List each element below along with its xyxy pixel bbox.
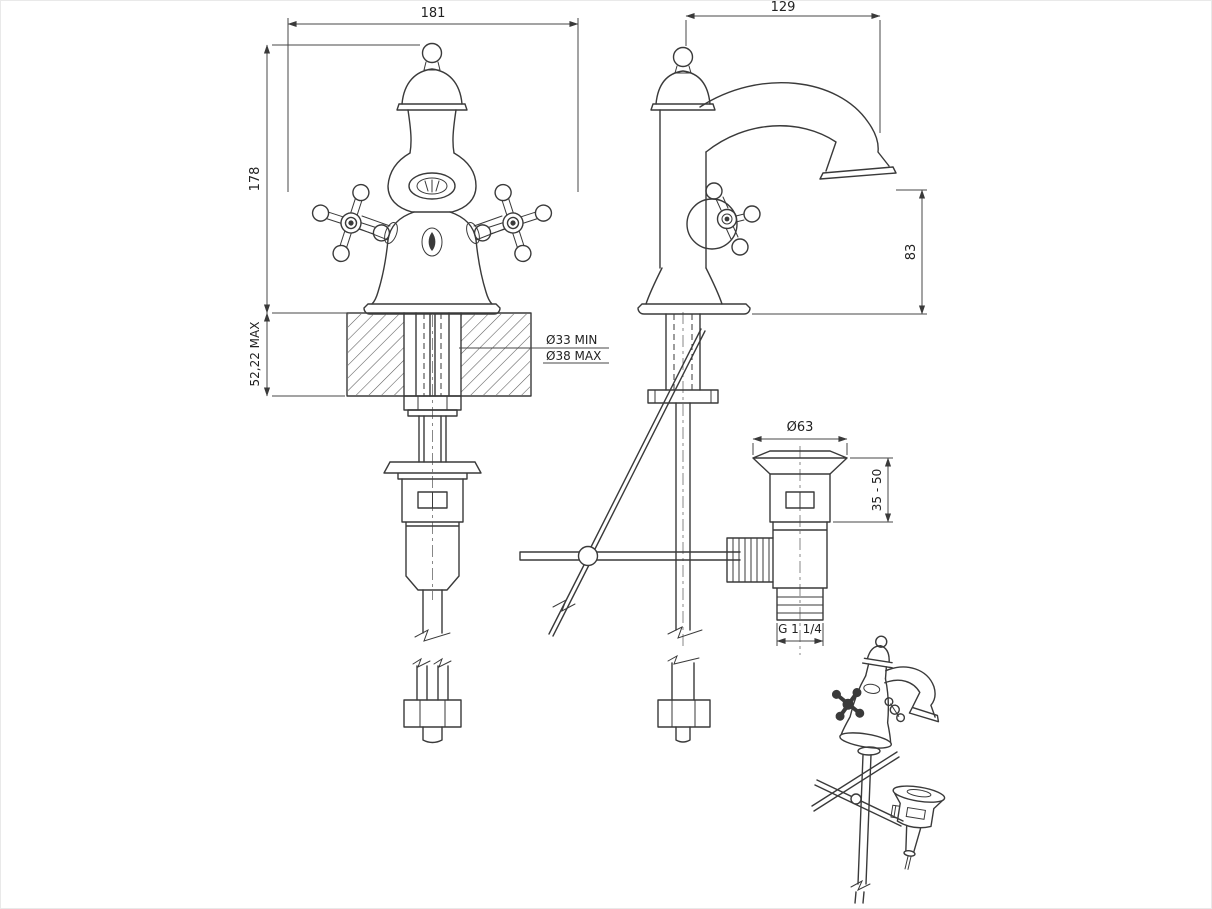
popup-rod-horizontal xyxy=(519,551,741,561)
popup-rod-diagonal xyxy=(548,328,706,637)
dim-spout-height-label: 83 xyxy=(904,244,919,261)
side-view-dimensions: 129 83 xyxy=(685,0,927,315)
dim-overall-width-label: 181 xyxy=(421,6,446,21)
drain-thread xyxy=(772,587,828,621)
linkage-pivot-ball xyxy=(577,545,599,567)
finial-ball-side xyxy=(672,46,694,68)
front-view-faucet xyxy=(299,42,565,744)
dim-thread-label: G 1 1/4 xyxy=(778,622,822,636)
drain-lock-nut xyxy=(726,537,774,583)
drain-view xyxy=(726,446,848,655)
deck-hatch-left xyxy=(348,314,404,395)
cartouche xyxy=(421,227,443,257)
dim-deck-thickness-label: 52,22 MAX xyxy=(248,322,262,387)
dim-flange-diameter-label: Ø63 xyxy=(787,420,814,435)
mini-drain xyxy=(890,785,946,870)
dim-hole-max-label: Ø38 MAX xyxy=(546,349,601,363)
drain-view-dimensions: Ø63 35 - 50 G 1 1/4 xyxy=(752,420,893,646)
side-view-faucet xyxy=(519,46,897,743)
deck-hatch-right xyxy=(461,314,530,395)
spout xyxy=(699,82,897,180)
perspective-view xyxy=(811,635,946,904)
dim-spout-reach-label: 129 xyxy=(771,0,796,15)
finial-ball xyxy=(421,42,443,64)
front-view-dimensions: 181 178 52,22 MAX Ø33 MIN Ø38 MAX xyxy=(248,6,609,397)
aerator xyxy=(408,172,456,200)
dim-hole-min-label: Ø33 MIN xyxy=(546,333,597,347)
handle-escutcheon xyxy=(686,198,738,250)
dim-deck-range-label: 35 - 50 xyxy=(870,469,884,512)
drain-flange xyxy=(752,450,848,475)
dim-height-label: 178 xyxy=(248,167,263,192)
